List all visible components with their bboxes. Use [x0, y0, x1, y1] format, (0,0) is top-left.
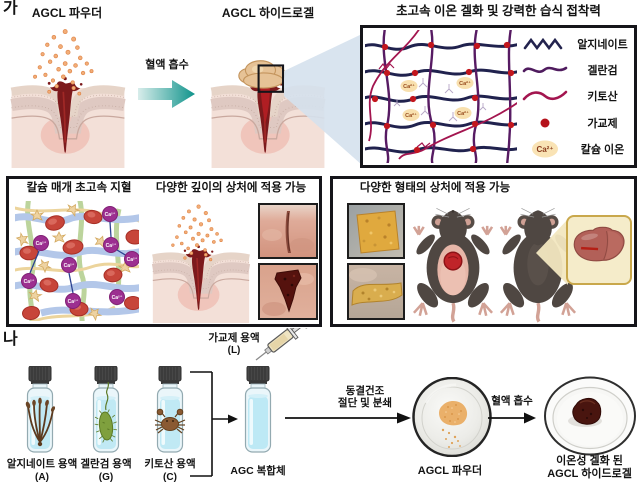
mechanism-box: Ca²⁺ Ca²⁺ Ca²⁺ Ca²⁺ 알지네이트 겔란검 키토산 가교제 — [360, 25, 637, 168]
feature-box-shape: 다양한 형태의 상처에 적용 가능 — [330, 176, 637, 327]
agc-complex-label: AGC 복합체 — [230, 465, 286, 477]
deep-wound-photo — [258, 263, 318, 320]
gellan-vial-label: 겔란검 용액 — [80, 458, 132, 470]
svg-text:Ca²⁺: Ca²⁺ — [459, 80, 471, 87]
shallow-wound-photo-image — [260, 205, 316, 257]
hydrogel-scene-title: AGCL 하이드로겔 — [221, 6, 315, 20]
mechanism-box-title: 초고속 이온 겔화 및 강력한 습식 접착력 — [396, 4, 601, 18]
hydrogel-result-label-line1: 이온성 겔화 된 — [556, 455, 623, 467]
crosslinker-label: 가교제 용액 — [208, 332, 260, 344]
teal-arrow-icon — [138, 80, 195, 108]
deep-wound-photo-image — [260, 265, 316, 318]
svg-text:Ca²⁺: Ca²⁺ — [68, 299, 79, 305]
alginate-vial — [25, 366, 56, 453]
svg-text:Ca²⁺: Ca²⁺ — [36, 241, 47, 247]
crab-icon — [154, 408, 186, 434]
blood-absorb-arrow — [488, 412, 536, 424]
seaweed-icon — [27, 401, 54, 443]
svg-text:Ca²⁺: Ca²⁺ — [105, 212, 116, 218]
liver-callout-beam — [536, 219, 568, 285]
svg-text:Ca²⁺: Ca²⁺ — [405, 112, 417, 119]
agc-complex-vial — [244, 366, 272, 453]
calcium-hemostasis-illustration: Ca²⁺ Ca²⁺ Ca²⁺ Ca²⁺ Ca²⁺ Ca²⁺ Ca²⁺ Ca²⁺ — [15, 201, 139, 321]
zoom-beam — [284, 34, 362, 165]
gellan-wave-icon — [522, 66, 568, 74]
hydrogel-result-label-line2: AGCL 하이드로겔 — [547, 468, 632, 480]
svg-text:Ca²⁺: Ca²⁺ — [127, 257, 138, 263]
panel-b-label: 나 — [3, 331, 18, 348]
hydrogel-on-wound-illustration — [207, 60, 329, 168]
panel-a-label: 가 — [3, 0, 18, 17]
legend-item-chitosan: 키토산 — [519, 83, 634, 109]
bacterium-icon — [94, 381, 118, 443]
feature-box-hemostasis-depth: 칼슘 매개 초고속 지혈 다양한 깊이의 상처에 적용 가능 — [6, 176, 322, 327]
chitosan-vial-label: 키토산 용액 — [144, 458, 196, 470]
magnify-target-box — [257, 64, 285, 93]
legend: 알지네이트 겔란검 키토산 가교제 Ca²⁺ 칼슘 이온 — [519, 31, 634, 162]
svg-text:Ca²⁺: Ca²⁺ — [24, 279, 35, 285]
polymer-network-illustration: Ca²⁺ Ca²⁺ Ca²⁺ Ca²⁺ — [365, 30, 517, 163]
abdominal-wound — [443, 251, 463, 271]
legend-item-crosslinker: 가교제 — [519, 110, 634, 136]
crosslinker-dot-icon — [540, 118, 550, 128]
powder-square-wound-image — [349, 205, 403, 257]
freeze-dry-label-line1: 동결건조 — [345, 385, 385, 397]
calcium-oval-icon: Ca²⁺ — [532, 140, 558, 158]
agcl-powder-dish-photo — [412, 377, 492, 457]
combine-bracket — [190, 371, 238, 477]
mouse-ventral-illustration — [412, 208, 494, 323]
liver-callout-box — [566, 215, 632, 285]
svg-text:Ca²⁺: Ca²⁺ — [112, 295, 123, 301]
blood-absorb-label: 혈액 흡수 — [491, 395, 533, 407]
agcl-powder-label: AGCL 파우더 — [417, 465, 483, 477]
legend-item-gellan: 겔란검 — [519, 57, 634, 83]
svg-text:Ca²⁺: Ca²⁺ — [64, 263, 75, 269]
legend-item-calcium: Ca²⁺ 칼슘 이온 — [519, 136, 634, 162]
liver-icon — [573, 226, 625, 262]
powder-scene-title: AGCL 파우더 — [31, 6, 103, 20]
legend-item-alginate: 알지네이트 — [519, 31, 634, 57]
powder-smear-wound-image — [349, 265, 403, 318]
alginate-vial-label: 알지네이트 용액 — [6, 458, 78, 470]
shallow-wound-photo — [258, 203, 318, 259]
freeze-dry-arrow — [285, 412, 411, 424]
crosslinker-code: (L) — [227, 345, 241, 356]
freeze-dry-label-line2: 절단 및 분쇄 — [337, 397, 393, 409]
gelated-hydrogel-dish-photo — [544, 376, 636, 456]
feature-title-hemostasis: 칼슘 매개 초고속 지혈 — [26, 182, 132, 194]
svg-text:Ca²⁺: Ca²⁺ — [457, 110, 469, 117]
absorb-arrow-label: 혈액 흡수 — [145, 59, 189, 71]
powder-on-wound-illustration — [6, 29, 130, 168]
svg-text:Ca²⁺: Ca²⁺ — [536, 145, 553, 154]
gellan-vial-code: (G) — [98, 472, 114, 483]
gellan-vial — [92, 366, 120, 453]
powder-square-wound-photo — [347, 203, 405, 259]
feature-title-shape: 다양한 형태의 상처에 적용 가능 — [359, 182, 511, 194]
chitosan-vial-code: (C) — [163, 472, 177, 483]
chitosan-wave-icon — [522, 91, 568, 101]
syringe-icon — [255, 328, 309, 361]
feature-title-depth: 다양한 깊이의 상처에 적용 가능 — [155, 182, 307, 194]
chitosan-vial — [154, 366, 186, 453]
powder-smear-wound-photo — [347, 263, 405, 320]
alginate-vial-code: (A) — [35, 472, 49, 483]
svg-text:Ca²⁺: Ca²⁺ — [403, 83, 415, 90]
alginate-zigzag-icon — [523, 37, 563, 51]
wound-depth-illustration — [149, 204, 253, 323]
svg-text:Ca²⁺: Ca²⁺ — [106, 243, 117, 249]
